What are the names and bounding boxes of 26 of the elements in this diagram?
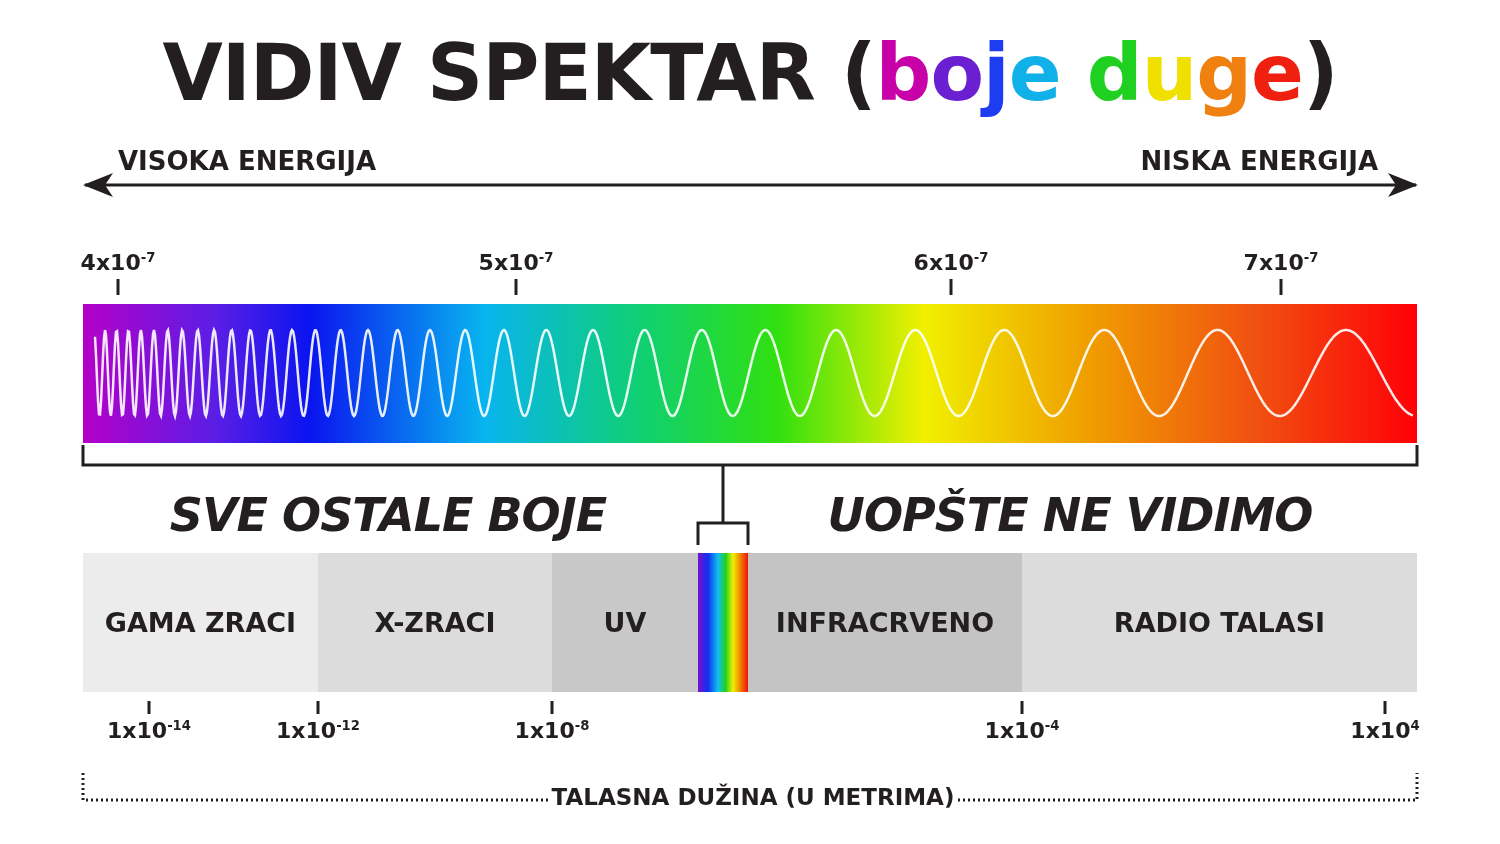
tick-label: 1x10$^{-4}$ xyxy=(984,718,1060,744)
spectrum-band xyxy=(552,553,698,692)
spectrum-band xyxy=(318,553,552,692)
energy-label: NISKA ENERGIJA xyxy=(1140,146,1378,176)
band-label: GAMA ZRACI xyxy=(104,607,297,638)
spectrum-band xyxy=(1022,553,1417,692)
heading: UOPŠTE NE VIDIMO xyxy=(827,488,1313,542)
tick-label: 6x10$^{-7}$ xyxy=(913,250,989,276)
tick-label: 1x10$^{-12}$ xyxy=(276,718,360,744)
tick-label: 1x10$^{-14}$ xyxy=(107,718,191,744)
title: VIDIV SPEKTAR (boje duge) xyxy=(161,28,1339,118)
tick-label: 5x10$^{-7}$ xyxy=(478,250,554,276)
tick-label: 1x10$^{-8}$ xyxy=(514,718,590,744)
tick-label: 4x10$^{-7}$ xyxy=(80,250,156,276)
tick-label: 7x10$^{-7}$ xyxy=(1243,250,1319,276)
band-label: X-ZRACI xyxy=(374,607,496,638)
band-label: RADIO TALASI xyxy=(1113,607,1326,638)
tick-label: 1x10$^{4}$ xyxy=(1350,718,1420,744)
heading: SVE OSTALE BOJE xyxy=(169,488,607,542)
spectrum-band xyxy=(748,553,1022,692)
spectrum-band xyxy=(83,553,318,692)
axis-title: TALASNA DUŽINA (U METRIMA) xyxy=(551,784,955,810)
spectrum-strip xyxy=(698,553,748,692)
band-label: UV xyxy=(603,607,647,638)
energy-label: VISOKA ENERGIJA xyxy=(118,146,377,176)
band-label: INFRACRVENO xyxy=(775,607,995,638)
